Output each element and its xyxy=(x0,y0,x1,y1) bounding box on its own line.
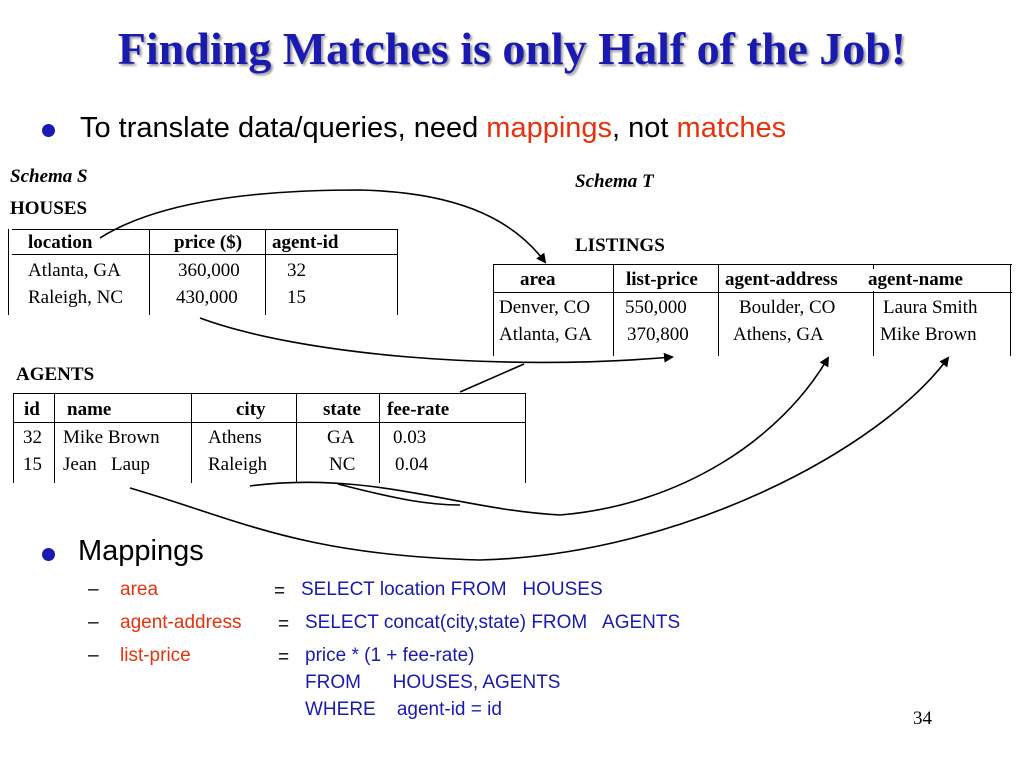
arrow-state-to-agent-address xyxy=(337,483,461,506)
listings-cell: Denver, CO xyxy=(499,297,591,318)
listings-cell: 370,800 xyxy=(627,324,689,345)
agents-cell: 0.04 xyxy=(395,454,429,475)
mapping-eq: = xyxy=(278,647,290,668)
listings-cell: 550,000 xyxy=(625,297,687,318)
listings-cell: Laura Smith xyxy=(883,297,978,318)
houses-top-border xyxy=(12,229,398,230)
houses-col-header: agent-id xyxy=(272,232,339,253)
mapping-dash: – xyxy=(88,612,99,633)
listings-border xyxy=(1010,264,1011,356)
agents-cell: 32 xyxy=(23,427,42,448)
listings-border xyxy=(493,264,494,356)
mapping-target-list-price: list-price xyxy=(120,645,191,666)
agents-cell: NC xyxy=(329,454,356,475)
houses-cell: 15 xyxy=(287,287,306,308)
bullet-middle: , not xyxy=(612,112,677,144)
mapping-eq: = xyxy=(274,581,286,602)
listings-col-header: agent-name xyxy=(866,269,963,291)
arrow-fee-rate-to-list-price xyxy=(459,363,525,393)
agents-cell: Raleigh xyxy=(208,454,268,475)
listings-cell: Mike Brown xyxy=(880,324,977,345)
term-matches: matches xyxy=(676,112,787,144)
agents-cell: Mike Brown xyxy=(63,427,160,448)
agents-border xyxy=(525,393,526,483)
houses-cell: 430,000 xyxy=(176,287,238,308)
listings-header-border xyxy=(494,292,1012,293)
listings-border xyxy=(873,264,874,356)
houses-header-border xyxy=(12,254,398,255)
bullet-prefix: To translate data/queries, need xyxy=(80,112,487,144)
page-number: 34 xyxy=(913,708,932,729)
term-mappings: mappings xyxy=(486,112,613,144)
mappings-heading: Mappings xyxy=(78,535,204,567)
schema-s-label: Schema S xyxy=(10,166,88,187)
houses-cell: Raleigh, NC xyxy=(28,287,123,308)
agents-col-header: fee-rate xyxy=(387,399,450,420)
mapping-eq: = xyxy=(278,614,290,635)
listings-top-border xyxy=(494,264,1012,265)
listings-col-header: list-price xyxy=(626,269,698,290)
mapping-target-agent-address: agent-address xyxy=(120,612,242,633)
agents-cell: Athens xyxy=(208,427,262,448)
bullet-dot xyxy=(42,124,55,137)
agents-cell: GA xyxy=(327,427,355,448)
agents-header-border xyxy=(14,422,526,423)
mapping-sql-line: price * (1 + fee-rate) xyxy=(305,645,475,666)
agents-border xyxy=(54,393,55,483)
listings-table-name: LISTINGS xyxy=(575,235,665,256)
houses-border xyxy=(8,229,9,315)
agents-cell: 15 xyxy=(23,454,42,475)
agents-top-border xyxy=(14,393,526,394)
agents-col-header: id xyxy=(24,399,40,420)
mapping-target-area: area xyxy=(120,579,159,600)
agents-border xyxy=(13,393,14,483)
houses-cell: Atlanta, GA xyxy=(28,260,121,281)
mapping-sql-line: SELECT concat(city,state) FROM AGENTS xyxy=(305,612,681,633)
bullet-text: To translate data/queries, need mappings… xyxy=(80,112,786,145)
agents-border xyxy=(379,393,380,483)
houses-table-name: HOUSES xyxy=(10,198,88,219)
listings-cell: Boulder, CO xyxy=(739,297,836,318)
agents-col-header: name xyxy=(67,399,112,420)
houses-cell: 360,000 xyxy=(178,260,240,281)
houses-border xyxy=(397,229,398,315)
agents-table-name: AGENTS xyxy=(16,364,95,385)
houses-border xyxy=(265,229,266,315)
arrow-price-to-list-price xyxy=(199,317,674,364)
arrow-name-to-agent-name xyxy=(129,356,950,561)
listings-cell: Athens, GA xyxy=(733,324,824,345)
arrow-location-to-area xyxy=(99,189,547,264)
agents-border xyxy=(191,393,192,483)
agents-cell: Jean Laup xyxy=(63,454,151,475)
agents-col-header: city xyxy=(236,399,266,420)
mapping-sql-line: FROM HOUSES, AGENTS xyxy=(305,672,561,693)
slide-title: Finding Matches is only Half of the Job! xyxy=(117,23,907,74)
listings-border xyxy=(613,264,614,356)
houses-col-header: location xyxy=(28,232,93,253)
agents-cell: 0.03 xyxy=(393,427,427,448)
listings-cell: Atlanta, GA xyxy=(499,324,592,345)
schema-t-label: Schema T xyxy=(575,171,654,192)
listings-col-header: area xyxy=(520,269,556,290)
agents-border xyxy=(296,393,297,483)
houses-border xyxy=(149,229,150,315)
arrow-city-to-agent-address xyxy=(249,356,830,516)
houses-cell: 32 xyxy=(287,260,306,281)
mapping-sql-line: WHERE agent-id = id xyxy=(305,699,502,720)
houses-col-header: price ($) xyxy=(174,232,243,253)
bullet-dot xyxy=(42,548,55,561)
mapping-dash: – xyxy=(88,645,99,666)
agents-col-header: state xyxy=(323,399,361,420)
mapping-sql-line: SELECT location FROM HOUSES xyxy=(301,579,603,600)
listings-col-header: agent-address xyxy=(725,269,838,290)
mapping-dash: – xyxy=(88,579,99,600)
listings-border xyxy=(718,264,719,356)
